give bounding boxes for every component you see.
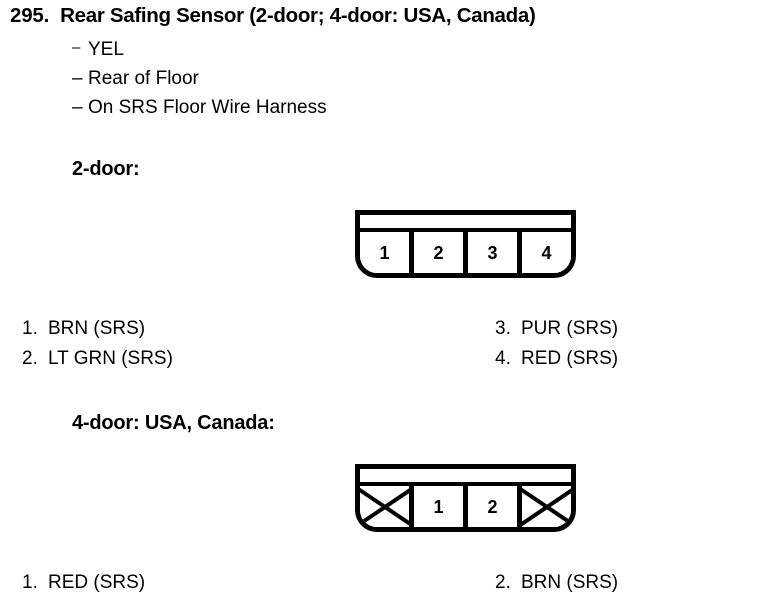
connector-cavity: 2: [414, 232, 468, 273]
connector-diagram-2door: 1 2 3 4: [355, 210, 576, 278]
cavity-number: 1: [379, 242, 390, 263]
detail-bullet-wire-color: – YEL: [72, 39, 124, 61]
pin-legend-item: 3. PUR (SRS): [495, 318, 618, 340]
connector-diagram-4door: 1 2: [355, 464, 576, 532]
dash-icon: –: [72, 39, 81, 56]
pin-legend-item: 2. LT GRN (SRS): [22, 348, 173, 370]
cavity-number: 4: [541, 242, 552, 263]
dash-icon: –: [72, 97, 83, 118]
cavity-number: 2: [433, 242, 444, 263]
pin-number: 3.: [495, 318, 511, 339]
pin-wire-label: RED (SRS): [521, 348, 619, 369]
connector-cavity: 3: [468, 232, 522, 273]
detail-bullet-location: – Rear of Floor: [72, 68, 199, 90]
connector-cavity: 2: [468, 486, 522, 527]
detail-bullet-harness: – On SRS Floor Wire Harness: [72, 97, 327, 119]
pin-number: 2.: [495, 572, 511, 593]
entry-number: 295.: [10, 4, 50, 27]
detail-bullet-label: On SRS Floor Wire Harness: [88, 97, 327, 118]
connector-cavity-row: 1 2 3 4: [355, 232, 576, 278]
section-heading-4door: 4-door: USA, Canada:: [72, 412, 275, 434]
connector-cavity-row: 1 2: [355, 486, 576, 532]
connector-cavity: 1: [414, 486, 468, 527]
connector-latch-slot: [355, 210, 576, 232]
detail-bullet-label: YEL: [88, 39, 124, 60]
pin-legend-item: 2. BRN (SRS): [495, 572, 618, 594]
cavity-number: 3: [487, 242, 498, 263]
section-heading-2door: 2-door:: [72, 158, 140, 180]
connector-cavity: 1: [360, 232, 414, 273]
connector-cavity-blocked: [360, 486, 414, 527]
detail-bullet-label: Rear of Floor: [88, 68, 199, 89]
pin-number: 1.: [22, 318, 38, 339]
dash-icon: –: [72, 68, 83, 89]
pin-number: 4.: [495, 348, 511, 369]
pin-wire-label: BRN (SRS): [48, 318, 146, 339]
pin-legend-item: 4. RED (SRS): [495, 348, 618, 370]
pin-legend-item: 1. BRN (SRS): [22, 318, 145, 340]
page-title: Rear Safing Sensor (2-door; 4-door: USA,…: [60, 4, 536, 27]
connector-latch-slot: [355, 464, 576, 486]
pin-number: 1.: [22, 572, 38, 593]
pin-wire-label: BRN (SRS): [521, 572, 619, 593]
pin-wire-label: PUR (SRS): [521, 318, 619, 339]
entry-title-row: 295. Rear Safing Sensor (2-door; 4-door:…: [10, 4, 536, 28]
connector-cavity: 4: [522, 232, 571, 273]
pin-wire-label: RED (SRS): [48, 572, 146, 593]
cavity-number: 1: [433, 496, 444, 517]
pin-wire-label: LT GRN (SRS): [48, 348, 173, 369]
cavity-number: 2: [487, 496, 498, 517]
connector-cavity-blocked: [522, 486, 571, 527]
pin-legend-item: 1. RED (SRS): [22, 572, 145, 594]
pin-number: 2.: [22, 348, 38, 369]
